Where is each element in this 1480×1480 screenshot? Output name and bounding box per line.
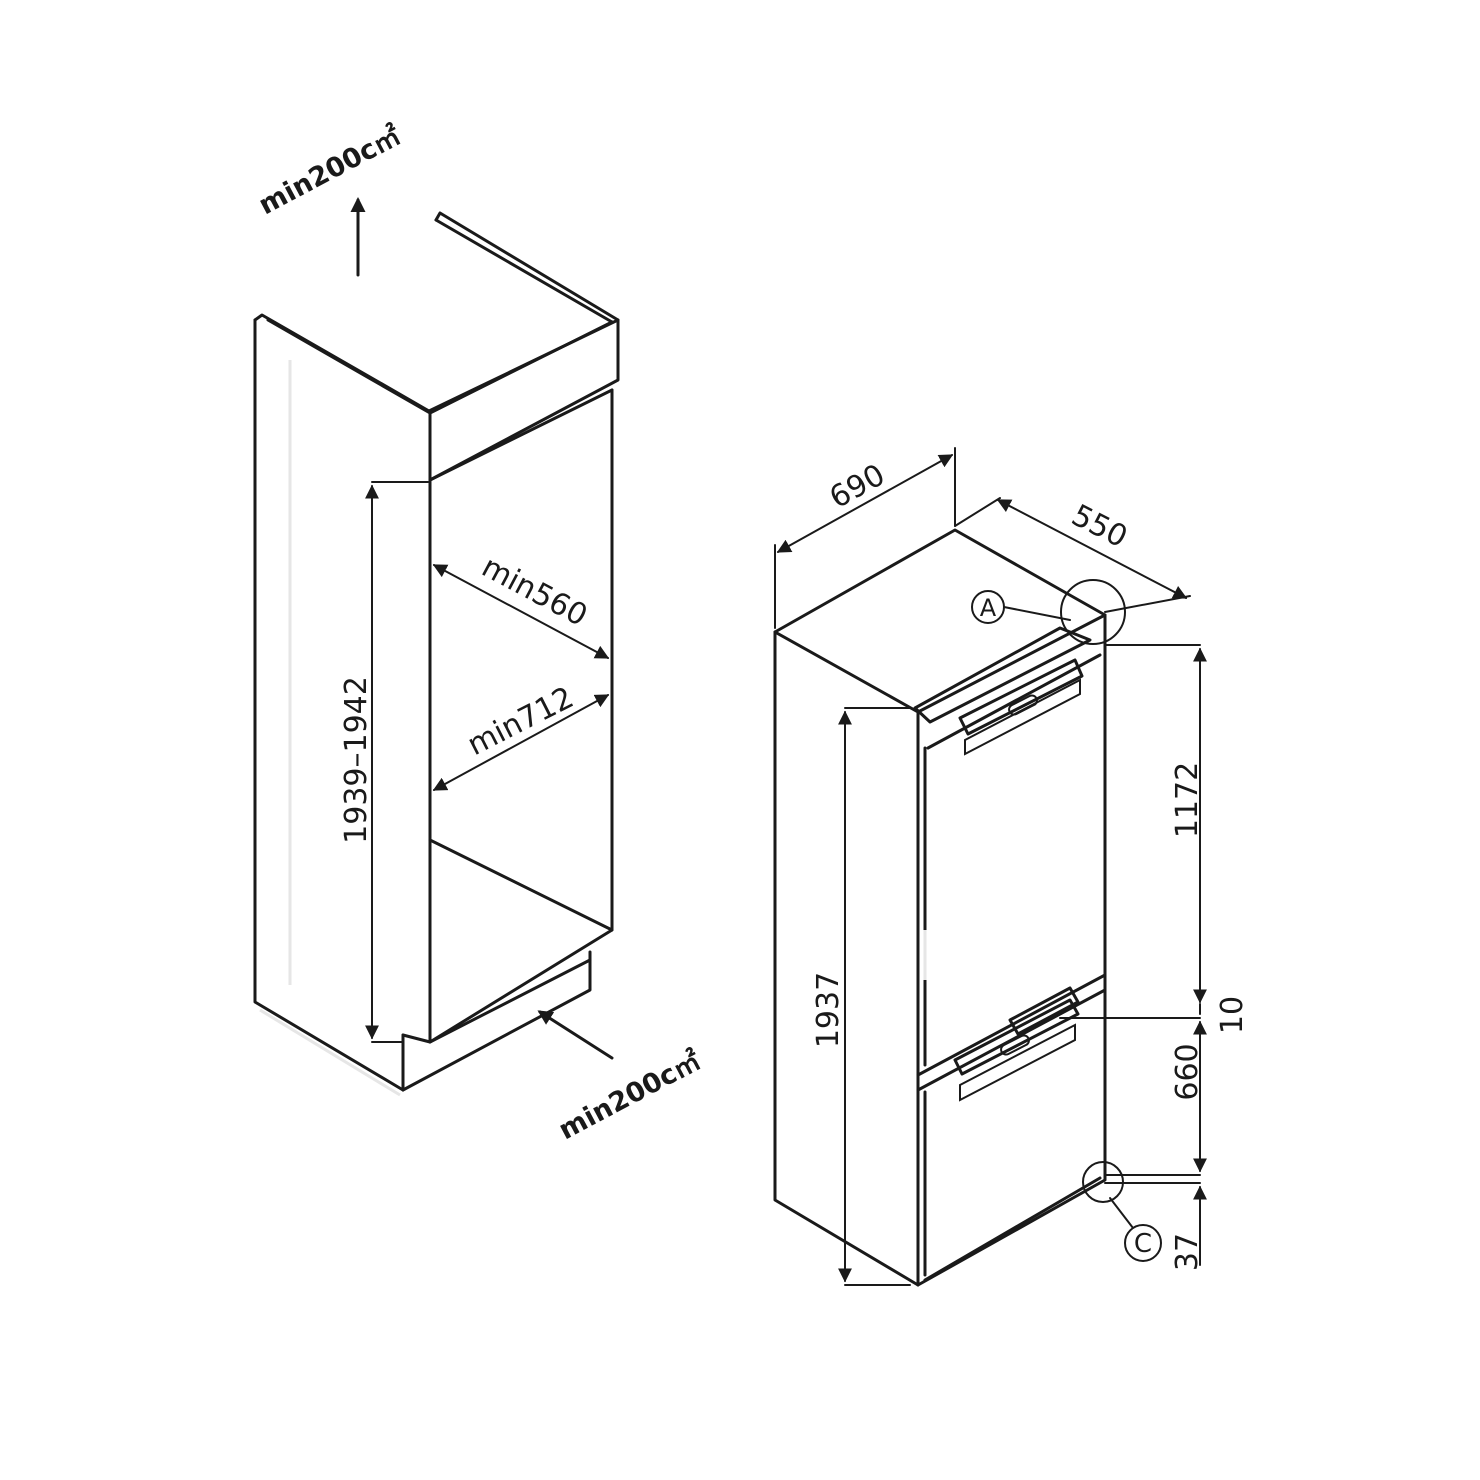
niche-depth-dimension-line xyxy=(432,694,610,791)
callout-c-circle-icon xyxy=(1082,1161,1124,1203)
bottom-vent-arrow-icon xyxy=(537,1010,614,1060)
cabinet-top-slab xyxy=(253,211,620,413)
niche-depth-label: min712 xyxy=(462,680,579,763)
appliance-depth-dimension-line xyxy=(996,499,1188,599)
top-hinge-rail xyxy=(913,626,1092,724)
bottom-offset-label: 37 xyxy=(1170,1233,1205,1271)
top-vent-label: min200c㎡ xyxy=(253,120,406,221)
appliance-height-label: 1937 xyxy=(811,972,846,1048)
middle-door-bracket xyxy=(953,986,1080,1102)
appliance-top-face xyxy=(773,528,1107,714)
callout-a-circle-icon xyxy=(1060,579,1126,645)
cabinet-niche: 1939–1942 min560 min712 min200c㎡ min200c… xyxy=(253,120,706,1146)
gap-label: 10 xyxy=(1215,996,1250,1034)
appliance-front-face xyxy=(916,613,1107,1287)
niche-width-label: min560 xyxy=(476,549,593,633)
top-door-bracket xyxy=(958,658,1084,756)
callout-c-label: C xyxy=(1134,1229,1152,1259)
lower-section-label: 660 xyxy=(1170,1043,1205,1100)
niche-width-dimension-line xyxy=(432,564,610,659)
appliance-depth-label: 550 xyxy=(1066,498,1133,555)
callout-c-marker-icon xyxy=(1124,1224,1162,1262)
upper-section-label: 1172 xyxy=(1170,762,1205,838)
appliance-side-face xyxy=(773,630,920,1287)
appliance-width-dimension-line xyxy=(776,454,954,553)
appliance-unit: 690 550 1937 1172 10 660 37 A C xyxy=(773,447,1250,1287)
callout-a-label: A xyxy=(980,594,997,622)
bottom-vent-label: min200c㎡ xyxy=(553,1045,706,1146)
niche-height-label: 1939–1942 xyxy=(339,676,374,844)
cabinet-side-panel xyxy=(253,318,405,1092)
